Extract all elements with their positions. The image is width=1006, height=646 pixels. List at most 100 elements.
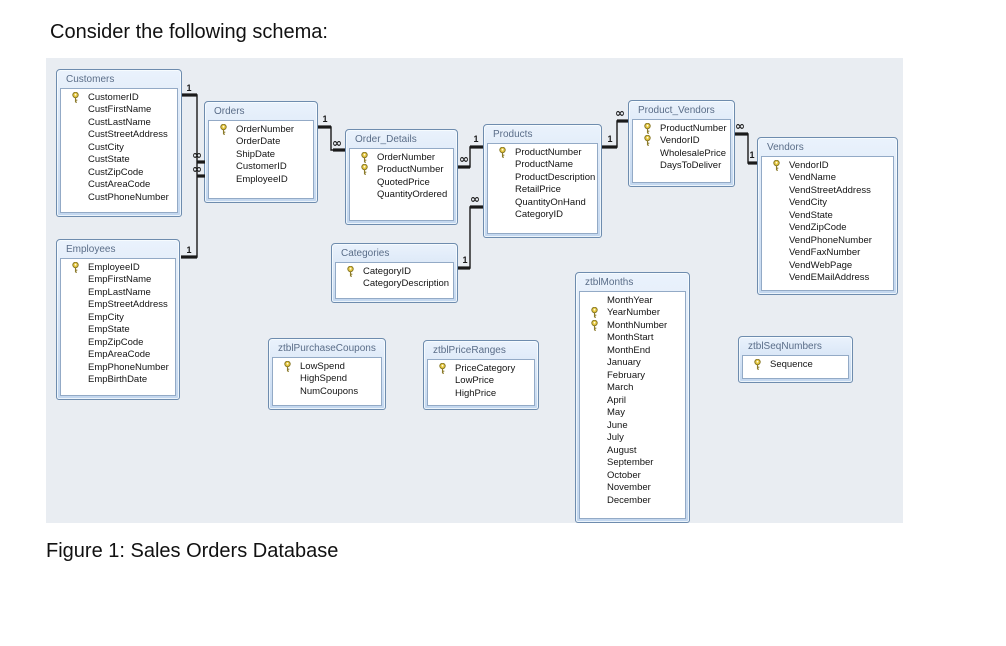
field-row: EmpAreaCode: [61, 349, 175, 362]
field-name: EmpStreetAddress: [88, 299, 168, 311]
field-name: VendState: [789, 209, 833, 221]
field-row: OrderNumber: [209, 123, 313, 136]
field-row: CustFirstName: [61, 104, 177, 117]
field-row: September: [580, 457, 685, 470]
field-row: March: [580, 382, 685, 395]
field-name: CustCity: [88, 141, 124, 153]
field-name: EmpPhoneNumber: [88, 361, 169, 373]
field-name: EmpZipCode: [88, 336, 144, 348]
field-row: CustAreaCode: [61, 179, 177, 192]
table-title: ztblMonths: [585, 277, 634, 288]
field-name: November: [607, 482, 651, 494]
field-name: VendStreetAddress: [789, 184, 871, 196]
field-name: ProductDescription: [515, 171, 596, 183]
table-title: Employees: [66, 244, 116, 255]
field-name: CustZipCode: [88, 166, 144, 178]
field-name: VendorID: [789, 159, 829, 171]
field-name: CustLastName: [88, 116, 151, 128]
field-name: EmpCity: [88, 311, 124, 323]
field-name: May: [607, 407, 625, 419]
field-row: MonthStart: [580, 332, 685, 345]
field-name: CustomerID: [236, 161, 287, 173]
primary-key-icon: [643, 122, 652, 134]
field-name: MonthEnd: [607, 344, 651, 356]
field-name: EmpFirstName: [88, 274, 152, 286]
primary-key-icon: [360, 164, 369, 175]
field-row: MonthEnd: [580, 344, 685, 357]
primary-key-icon: [283, 360, 292, 372]
field-row: ShipDate: [209, 148, 313, 161]
field-row: CustLastName: [61, 116, 177, 129]
primary-key-icon: [498, 146, 507, 158]
field-name: PriceCategory: [455, 362, 516, 374]
field-row: February: [580, 369, 685, 382]
field-row: Sequence: [743, 358, 848, 371]
table-title: Customers: [66, 74, 115, 85]
field-name: July: [607, 432, 624, 444]
field-row: ProductNumber: [633, 122, 730, 135]
field-name: June: [607, 419, 628, 431]
field-row: VendPhoneNumber: [762, 234, 893, 247]
field-name: October: [607, 469, 641, 481]
field-row: EmpCity: [61, 311, 175, 324]
table-title: ztblPriceRanges: [433, 345, 506, 356]
field-name: DaysToDeliver: [660, 160, 722, 172]
field-row: HighPrice: [428, 387, 534, 400]
primary-key-icon: [772, 159, 781, 171]
field-row: MonthNumber: [580, 319, 685, 332]
field-row: VendZipCode: [762, 222, 893, 235]
field-row: CustomerID: [209, 161, 313, 174]
field-name: EmpLastName: [88, 286, 151, 298]
field-name: OrderNumber: [236, 123, 295, 135]
primary-key-icon: [346, 265, 355, 277]
field-name: CategoryID: [515, 209, 564, 221]
field-row: VendorID: [762, 159, 893, 172]
field-name: VendCity: [789, 197, 828, 209]
table-title: Orders: [214, 106, 245, 117]
field-row: LowPrice: [428, 375, 534, 388]
field-row: LowSpend: [273, 360, 381, 373]
field-row: EmpPhoneNumber: [61, 361, 175, 374]
field-name: VendorID: [660, 135, 700, 147]
field-row: RetailPrice: [488, 184, 597, 197]
field-name: CustState: [88, 154, 130, 166]
table-title: Product_Vendors: [638, 105, 715, 116]
field-name: February: [607, 369, 646, 381]
field-name: ShipDate: [236, 148, 276, 160]
table-title: ztblSeqNumbers: [748, 341, 822, 352]
field-row: EmployeeID: [209, 173, 313, 186]
primary-key-icon: [643, 135, 652, 146]
field-row: HighSpend: [273, 373, 381, 386]
field-row: CustStreetAddress: [61, 129, 177, 142]
field-row: QuantityOrdered: [350, 189, 453, 202]
field-name: ProductNumber: [377, 164, 444, 176]
field-row: ProductNumber: [488, 146, 597, 159]
primary-key-icon: [590, 307, 599, 318]
page-title: Consider the following schema:: [50, 21, 328, 43]
field-row: VendName: [762, 172, 893, 185]
field-row: VendStreetAddress: [762, 184, 893, 197]
field-name: VendZipCode: [789, 222, 847, 234]
field-name: MonthStart: [607, 332, 654, 344]
field-name: CustAreaCode: [88, 179, 151, 191]
field-name: VendPhoneNumber: [789, 234, 872, 246]
field-row: August: [580, 444, 685, 457]
table-title: Vendors: [767, 142, 804, 153]
field-name: MonthNumber: [607, 319, 668, 331]
field-row: VendState: [762, 209, 893, 222]
field-row: June: [580, 419, 685, 432]
primary-key-icon: [219, 123, 228, 135]
